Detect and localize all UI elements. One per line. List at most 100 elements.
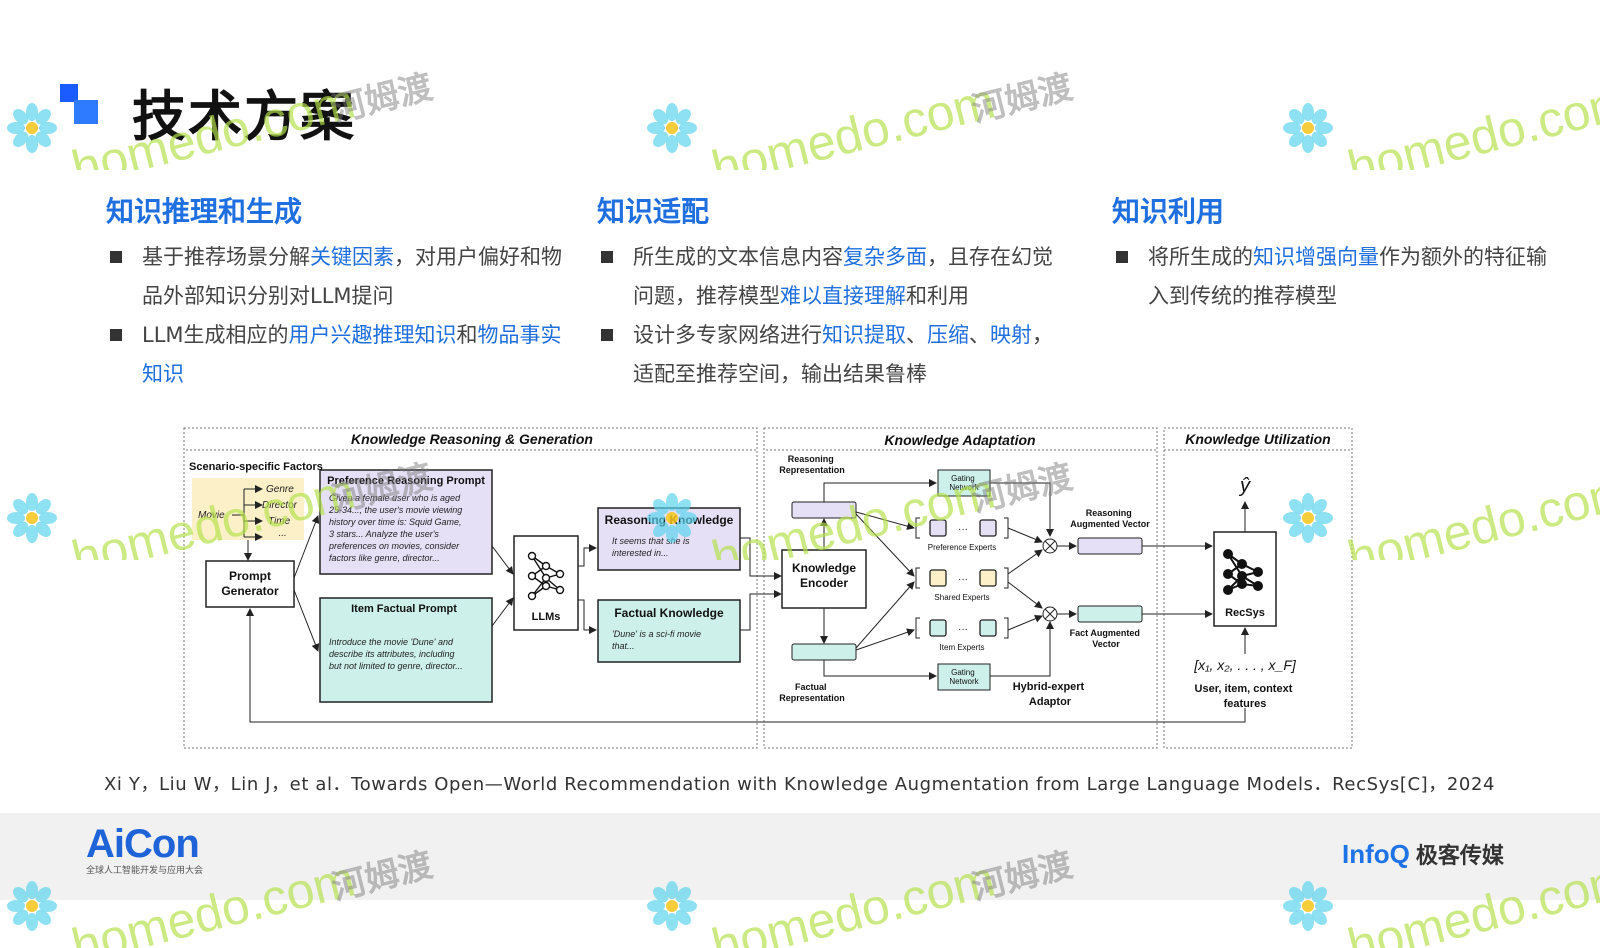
scenario-factors-label: Scenario-specific Factors (189, 461, 323, 473)
highlighted-term: 物品事实知识 (142, 323, 562, 386)
highlighted-term: 知识提取 (822, 323, 906, 347)
prediction-output: ŷ (1238, 475, 1251, 497)
shared-experts-group: ··· Shared Experts (915, 567, 1009, 602)
shared-experts-label: Shared Experts (934, 593, 989, 602)
item-experts-label: Item Experts (940, 643, 985, 652)
watermark-brand: homedo.com (706, 72, 1000, 170)
prompt-generator-box (205, 560, 295, 608)
svg-text:···: ··· (958, 574, 968, 585)
neural-network-icon (1223, 549, 1263, 595)
arrow-generator-to-pref (293, 515, 320, 579)
recsys-label: RecSys (1225, 607, 1265, 619)
arrow-llm-to-reasoning (578, 544, 597, 567)
citation: Xi Y，Liu W，Lin J，et al．Towards Open—Worl… (104, 774, 1496, 795)
arrow-experts-to-mix (1007, 581, 1043, 609)
gating-network-bottom (937, 663, 991, 691)
arrow-generator-to-item (293, 589, 320, 652)
factor-ellipsis: ... (278, 528, 286, 539)
bullet-text: 基于推荐场景分解 (142, 245, 310, 269)
bullet-text: 、 (969, 323, 990, 347)
reasoning-augmented-vector (1077, 537, 1143, 555)
movie-label: Movie (198, 510, 225, 521)
bullet-item: 基于推荐场景分解关键因素，对用户偏好和物品外部知识分别对LLM提问 (106, 238, 566, 316)
aicon-logo: AiCon 全球人工智能开发与应用大会 (86, 822, 204, 875)
arrow-rep-to-experts (855, 581, 915, 649)
arrow-rep-to-experts (855, 628, 915, 651)
reasoning-representation-label: Reasoning Representation (779, 454, 845, 475)
preference-experts-label: Preference Experts (928, 543, 996, 552)
factor-time: Time (268, 516, 291, 527)
multiply-node-icon (1042, 606, 1058, 622)
preference-prompt-body: Given a female user who is aged 25-34...… (328, 493, 465, 563)
bullet-text: 、 (906, 323, 927, 347)
preference-prompt-title: Preference Reasoning Prompt (327, 475, 485, 487)
section-title-utilization: Knowledge Utilization (1185, 431, 1330, 447)
arrow-experts-to-mix (1007, 527, 1043, 544)
prompt-generator-label: Prompt (229, 569, 271, 583)
reasoning-vector-label: Reasoning Augmented Vector (1070, 508, 1150, 529)
prompt-generator-label: Generator (221, 584, 279, 598)
gating-network-top (937, 469, 991, 497)
column-knowledge-reasoning: 知识推理和生成 基于推荐场景分解关键因素，对用户偏好和物品外部知识分别对LLM提… (106, 190, 566, 394)
section-frame-reasoning (183, 427, 758, 749)
gating-network-label: Gating Network (949, 474, 979, 492)
preference-prompt-box (319, 469, 493, 575)
flower-logo-icon (7, 493, 57, 543)
arrow-pref-to-llm (491, 545, 514, 575)
factual-knowledge-body: 'Dune' is a sci-fi movie that... (612, 629, 703, 651)
encoder-label: Knowledge (792, 561, 856, 575)
highlighted-term: 映射 (990, 323, 1032, 347)
features-vector: [x₁, x₂, . . . , x_F] (1193, 657, 1297, 673)
factual-representation-label: Factual Representation (779, 682, 845, 703)
bullet-item: LLM生成相应的用户兴趣推理知识和物品事实知识 (106, 316, 566, 394)
section-title-adaptation: Knowledge Adaptation (884, 432, 1035, 448)
section-header-adaptation (763, 427, 1158, 451)
fact-vector-label: Fact Augmented Vector (1070, 628, 1143, 649)
section-header-reasoning (183, 427, 758, 451)
item-prompt-title: Item Factual Prompt (351, 603, 457, 615)
section-header-utilization (1163, 427, 1353, 451)
svg-text:···: ··· (958, 524, 968, 535)
features-label: User, item, context features (1195, 683, 1296, 710)
arrow-experts-to-mix (1007, 614, 1043, 631)
highlighted-term: 知识增强向量 (1253, 245, 1379, 269)
reasoning-knowledge-body: It seems that she is interested in... (612, 536, 692, 558)
reasoning-knowledge-title: Reasoning Knowledge (605, 513, 734, 527)
footer-bar (0, 813, 1600, 900)
gating-network-label: Gating Network (949, 668, 979, 686)
bullet-item: 将所生成的知识增强向量作为额外的特征输入到传统的推荐模型 (1112, 238, 1552, 316)
column-heading: 知识推理和生成 (106, 195, 303, 228)
arrow-gating-top-to-mix (990, 482, 1054, 537)
arrow-factual-to-encoder (740, 590, 782, 631)
encoder-label: Encoder (800, 576, 848, 590)
hybrid-adaptor-label: Hybrid-expert Adaptor (1013, 681, 1088, 708)
line-factual-rep-to-gating (823, 660, 937, 680)
page-title: 技术方案 (132, 85, 356, 148)
arrow-gating-bottom-to-mix (990, 621, 1054, 677)
scenario-factors-box (192, 478, 304, 540)
column-heading: 知识适配 (597, 195, 710, 228)
section-title-reasoning: Knowledge Reasoning & Generation (351, 431, 593, 447)
highlighted-term: 难以直接理解 (780, 284, 906, 308)
bullet-list: 将所生成的知识增强向量作为额外的特征输入到传统的推荐模型 (1112, 238, 1552, 316)
arrow-reasoning-to-encoder (740, 537, 782, 580)
item-prompt-body: Introduce the movie 'Dune' and describe … (329, 637, 463, 671)
svg-text:···: ··· (958, 624, 968, 635)
column-knowledge-utilization: 知识利用 将所生成的知识增强向量作为额外的特征输入到传统的推荐模型 (1112, 190, 1552, 316)
bullet-text: 作为额外的特征输入到传统的推荐模型 (1148, 245, 1547, 308)
factual-knowledge-box (597, 599, 741, 663)
bullet-text: ，适配至推荐空间，输出结果鲁棒 (633, 323, 1053, 386)
highlighted-term: 关键因素 (310, 245, 394, 269)
neural-network-icon (527, 551, 565, 601)
item-prompt-box (319, 597, 493, 703)
bullet-text: 所生成的文本信息内容 (633, 245, 843, 269)
watermark-brand: homedo.com (1342, 462, 1600, 560)
llms-label: LLMs (532, 611, 561, 623)
fact-augmented-vector (1077, 605, 1143, 623)
factor-tree-lines (232, 489, 245, 537)
factor-director: Director (262, 500, 298, 511)
bullet-text: ，对用户偏好和物品外部知识分别对LLM提问 (142, 245, 562, 308)
